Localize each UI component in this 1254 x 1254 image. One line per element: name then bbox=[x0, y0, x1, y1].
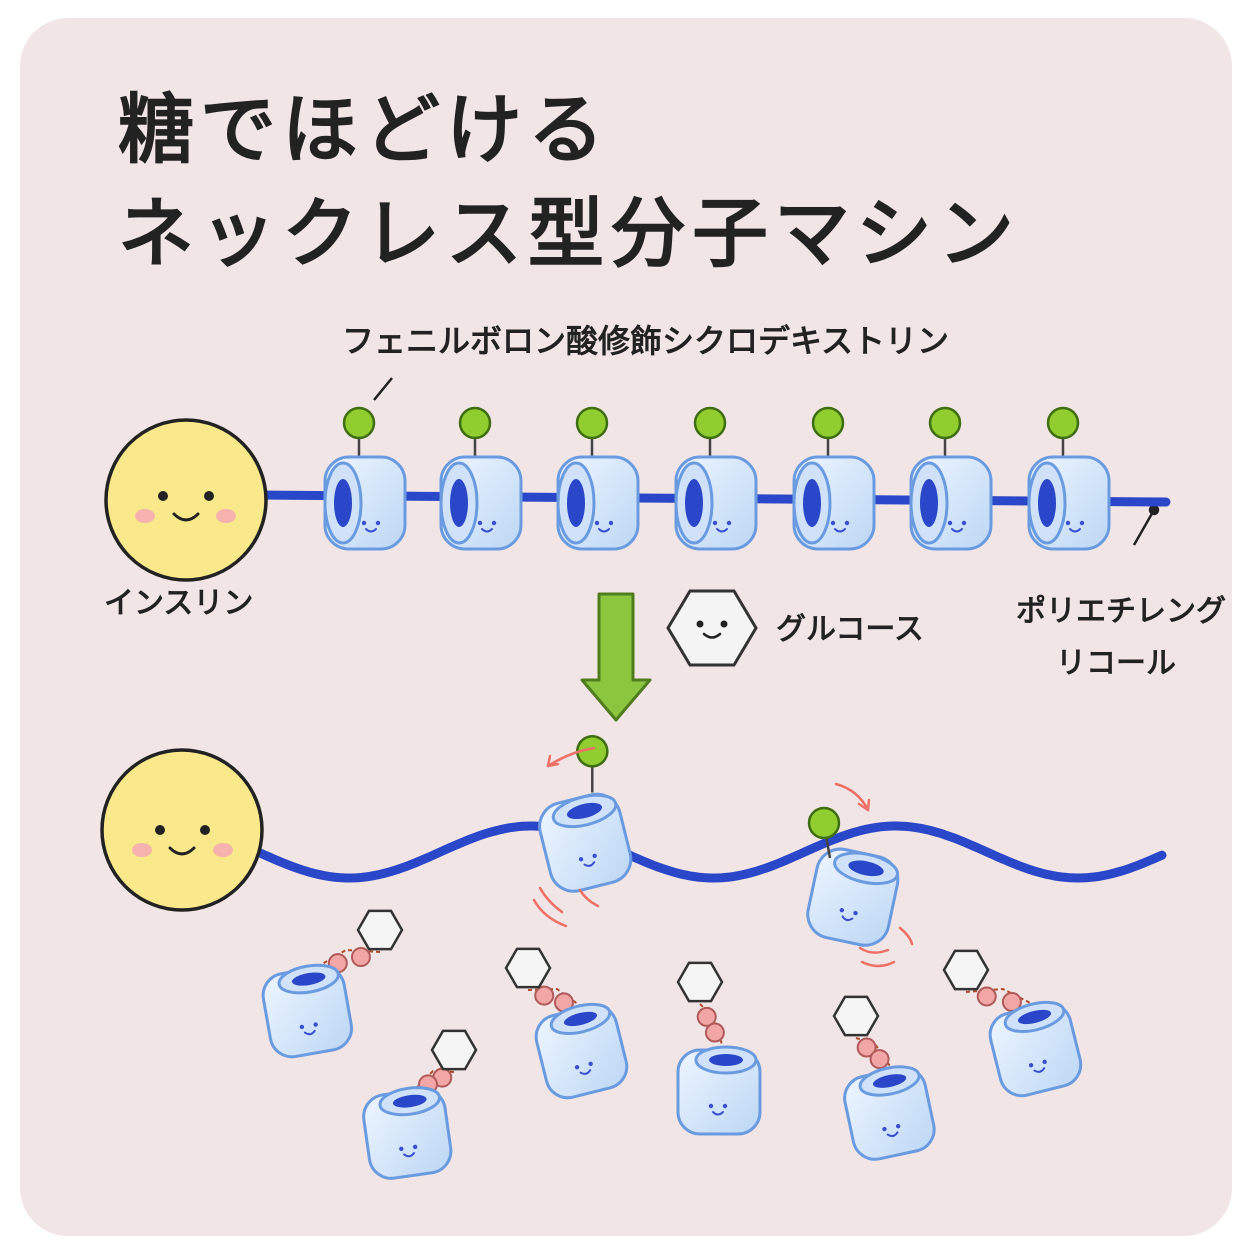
peg-label-line-1: ポリエチレング bbox=[1016, 594, 1226, 629]
peg-leader-dot bbox=[1148, 504, 1160, 516]
glucose-hexagon bbox=[430, 1029, 478, 1071]
glucose-hexagon bbox=[832, 995, 880, 1037]
boronic-acid-marker bbox=[807, 806, 841, 859]
cyclodextrin-ring bbox=[439, 406, 523, 551]
boronic-acid-ball bbox=[342, 406, 376, 440]
released-cyclodextrin bbox=[832, 995, 936, 1161]
peg-leader-line bbox=[1132, 509, 1156, 546]
cyclodextrin-ring bbox=[1027, 406, 1111, 551]
cyclodextrin-ring bbox=[556, 406, 640, 551]
boronic-acid-ball bbox=[458, 406, 492, 440]
top-state bbox=[104, 406, 1171, 582]
cyclodextrin-ring bbox=[806, 847, 900, 947]
cyclodextrin-leader-line bbox=[373, 377, 393, 401]
remaining-ring-group bbox=[538, 735, 900, 947]
cyclodextrin-ring bbox=[538, 735, 633, 893]
glucose-hexagon bbox=[676, 961, 724, 1003]
top-ring-group bbox=[323, 406, 1111, 551]
boronic-acid-ball bbox=[807, 806, 841, 840]
down-arrow bbox=[580, 592, 652, 722]
cyclodextrin-ring bbox=[909, 406, 993, 551]
cyclodextrin-ring bbox=[792, 406, 876, 551]
insulin-bottom bbox=[100, 748, 264, 912]
cyclodextrin-label: フェニルボロン酸修飾シクロデキストリン bbox=[342, 322, 950, 360]
bottom-state bbox=[100, 735, 1167, 1180]
boronic-acid-ball bbox=[928, 406, 962, 440]
released-cyclodextrin bbox=[676, 961, 762, 1136]
insulin-top bbox=[104, 418, 268, 582]
glucose-hexagon bbox=[942, 949, 990, 991]
glucose-label: グルコース bbox=[776, 612, 924, 647]
title-line-2: ネックレス型分子マシン bbox=[118, 189, 1020, 278]
released-cyclodextrin bbox=[362, 1029, 478, 1180]
released-cyclodextrin bbox=[261, 909, 404, 1059]
peg-chain-wavy bbox=[253, 821, 1167, 883]
title-line-1: 糖でほどける bbox=[118, 85, 610, 174]
glucose-icon bbox=[666, 589, 758, 667]
glucose-hexagon bbox=[356, 909, 404, 951]
boronic-acid-ball bbox=[693, 406, 727, 440]
boronic-acid-ball bbox=[1046, 406, 1080, 440]
insulin-label: インスリン bbox=[104, 586, 254, 621]
released-cyclodextrin bbox=[504, 947, 629, 1100]
boronic-acid-ball bbox=[575, 406, 609, 440]
cyclodextrin-ring bbox=[674, 406, 758, 551]
released-ring-group bbox=[261, 909, 1083, 1180]
glucose-hexagon bbox=[504, 947, 552, 989]
boronic-acid-ball bbox=[576, 735, 609, 768]
motion-marks bbox=[532, 746, 914, 968]
peg-label-line-2: リコール bbox=[1056, 646, 1176, 681]
released-cyclodextrin bbox=[942, 949, 1083, 1098]
boronic-acid-ball bbox=[811, 406, 845, 440]
cyclodextrin-ring bbox=[323, 406, 407, 551]
